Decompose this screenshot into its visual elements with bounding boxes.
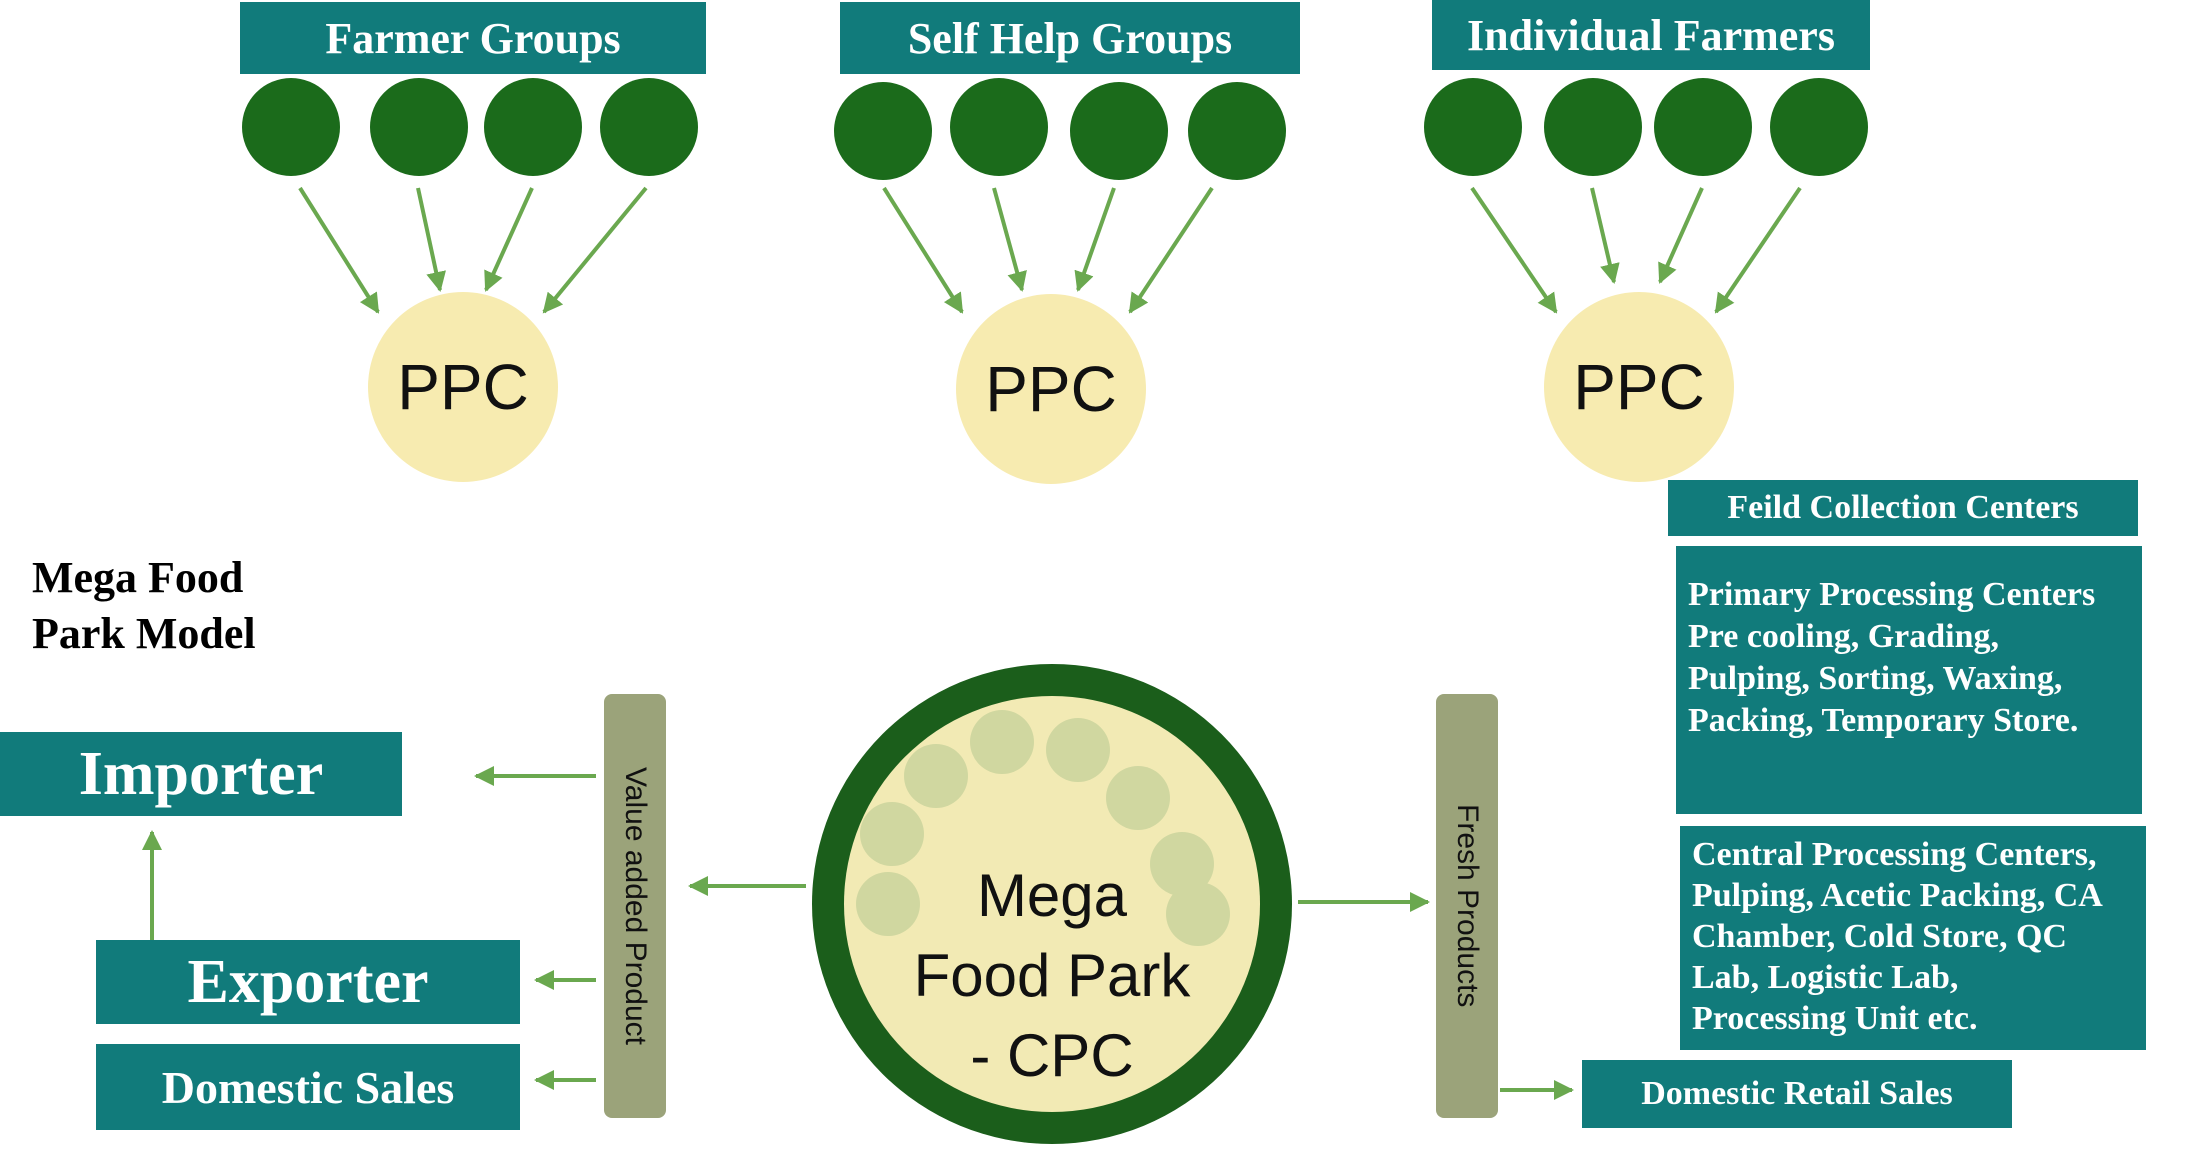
member-to-ppc-arrow — [1714, 186, 1802, 314]
individual-farmer-dot — [1654, 78, 1752, 176]
importer-box: Importer — [0, 732, 402, 816]
primary-processing-line: Pre cooling, Grading, — [1688, 618, 2000, 655]
individual-farmer-dot — [1770, 78, 1868, 176]
member-to-ppc-arrow — [992, 187, 1027, 292]
member-to-ppc-arrow — [1590, 187, 1620, 284]
member-to-ppc-arrow — [1658, 187, 1704, 284]
farmer-groups-box: Farmer Groups — [240, 2, 706, 74]
member-to-ppc-arrow — [1074, 187, 1116, 292]
cpc-ring-bead — [1106, 766, 1170, 830]
value-added-product-label: Value added Product — [619, 767, 652, 1045]
central-processing-line: Processing Unit etc. — [1692, 1000, 1978, 1037]
domestic-sales-box: Domestic Sales — [96, 1044, 520, 1130]
cpc-label: Mega Food Park - CPC — [844, 856, 1260, 1096]
mega-food-park-cpc-circle: Mega Food Park - CPC — [812, 664, 1292, 1144]
individual-farmer-dot — [1544, 78, 1642, 176]
value-added-product-bar: Value added Product — [604, 694, 666, 1118]
central-processing-line: Lab, Logistic Lab, — [1692, 959, 1959, 996]
diagram-title: Mega Food Park Model — [32, 550, 256, 662]
member-to-ppc-arrow — [1470, 186, 1558, 314]
individual-farmers-box: Individual Farmers — [1432, 0, 1870, 70]
cpc-ring-bead — [856, 872, 920, 936]
cpc-ring-bead — [970, 710, 1034, 774]
fresh-products-bar: Fresh Products — [1436, 694, 1498, 1118]
primary-processing-centers-box: Primary Processing Centers Pre cooling, … — [1676, 546, 2142, 814]
field-collection-centers-box: Feild Collection Centers — [1668, 480, 2138, 536]
cpc-label-line: - CPC — [970, 1022, 1134, 1089]
cpc-ring-bead — [1166, 882, 1230, 946]
domestic-retail-sales-box: Domestic Retail Sales — [1582, 1060, 2012, 1128]
member-to-ppc-arrow — [484, 187, 534, 292]
diagram-title-line: Mega Food — [32, 553, 244, 602]
central-processing-line: Pulping, Acetic Packing, CA — [1692, 877, 2103, 914]
self-help-group-member-dot — [1070, 82, 1168, 180]
central-processing-line: Chamber, Cold Store, QC — [1692, 918, 2067, 955]
central-processing-centers-box: Central Processing Centers, Pulping, Ace… — [1680, 826, 2146, 1050]
cpc-inner-disc: Mega Food Park - CPC — [844, 696, 1260, 1112]
primary-processing-line: Packing, Temporary Store. — [1688, 702, 2079, 739]
primary-processing-line: Primary Processing Centers — [1688, 576, 2096, 613]
fresh-products-label: Fresh Products — [1451, 804, 1484, 1008]
ppc-circle-farmer-groups: PPC — [368, 292, 558, 482]
self-help-group-member-dot — [950, 78, 1048, 176]
member-to-ppc-arrow — [416, 187, 446, 292]
cpc-label-line: Mega — [976, 862, 1128, 929]
cpc-ring-bead — [904, 744, 968, 808]
primary-processing-line: Pulping, Sorting, Waxing, — [1688, 660, 2063, 697]
individual-farmer-dot — [1424, 78, 1522, 176]
farmer-group-member-dot — [484, 78, 582, 176]
member-to-ppc-arrow — [298, 186, 380, 314]
farmer-group-member-dot — [370, 78, 468, 176]
self-help-groups-box: Self Help Groups — [840, 2, 1300, 74]
farmer-group-member-dot — [242, 78, 340, 176]
self-help-group-member-dot — [1188, 82, 1286, 180]
ppc-circle-self-help-groups: PPC — [956, 294, 1146, 484]
member-to-ppc-arrow — [1128, 186, 1214, 314]
ppc-circle-individual-farmers: PPC — [1544, 292, 1734, 482]
cpc-label-line: Food Park — [913, 942, 1191, 1009]
diagram-title-line: Park Model — [32, 609, 256, 658]
cpc-ring-bead — [1046, 718, 1110, 782]
central-processing-line: Central Processing Centers, — [1692, 836, 2097, 873]
exporter-box: Exporter — [96, 940, 520, 1024]
member-to-ppc-arrow — [882, 186, 964, 314]
cpc-ring-bead — [860, 802, 924, 866]
farmer-group-member-dot — [600, 78, 698, 176]
self-help-group-member-dot — [834, 82, 932, 180]
member-to-ppc-arrow — [542, 186, 648, 314]
